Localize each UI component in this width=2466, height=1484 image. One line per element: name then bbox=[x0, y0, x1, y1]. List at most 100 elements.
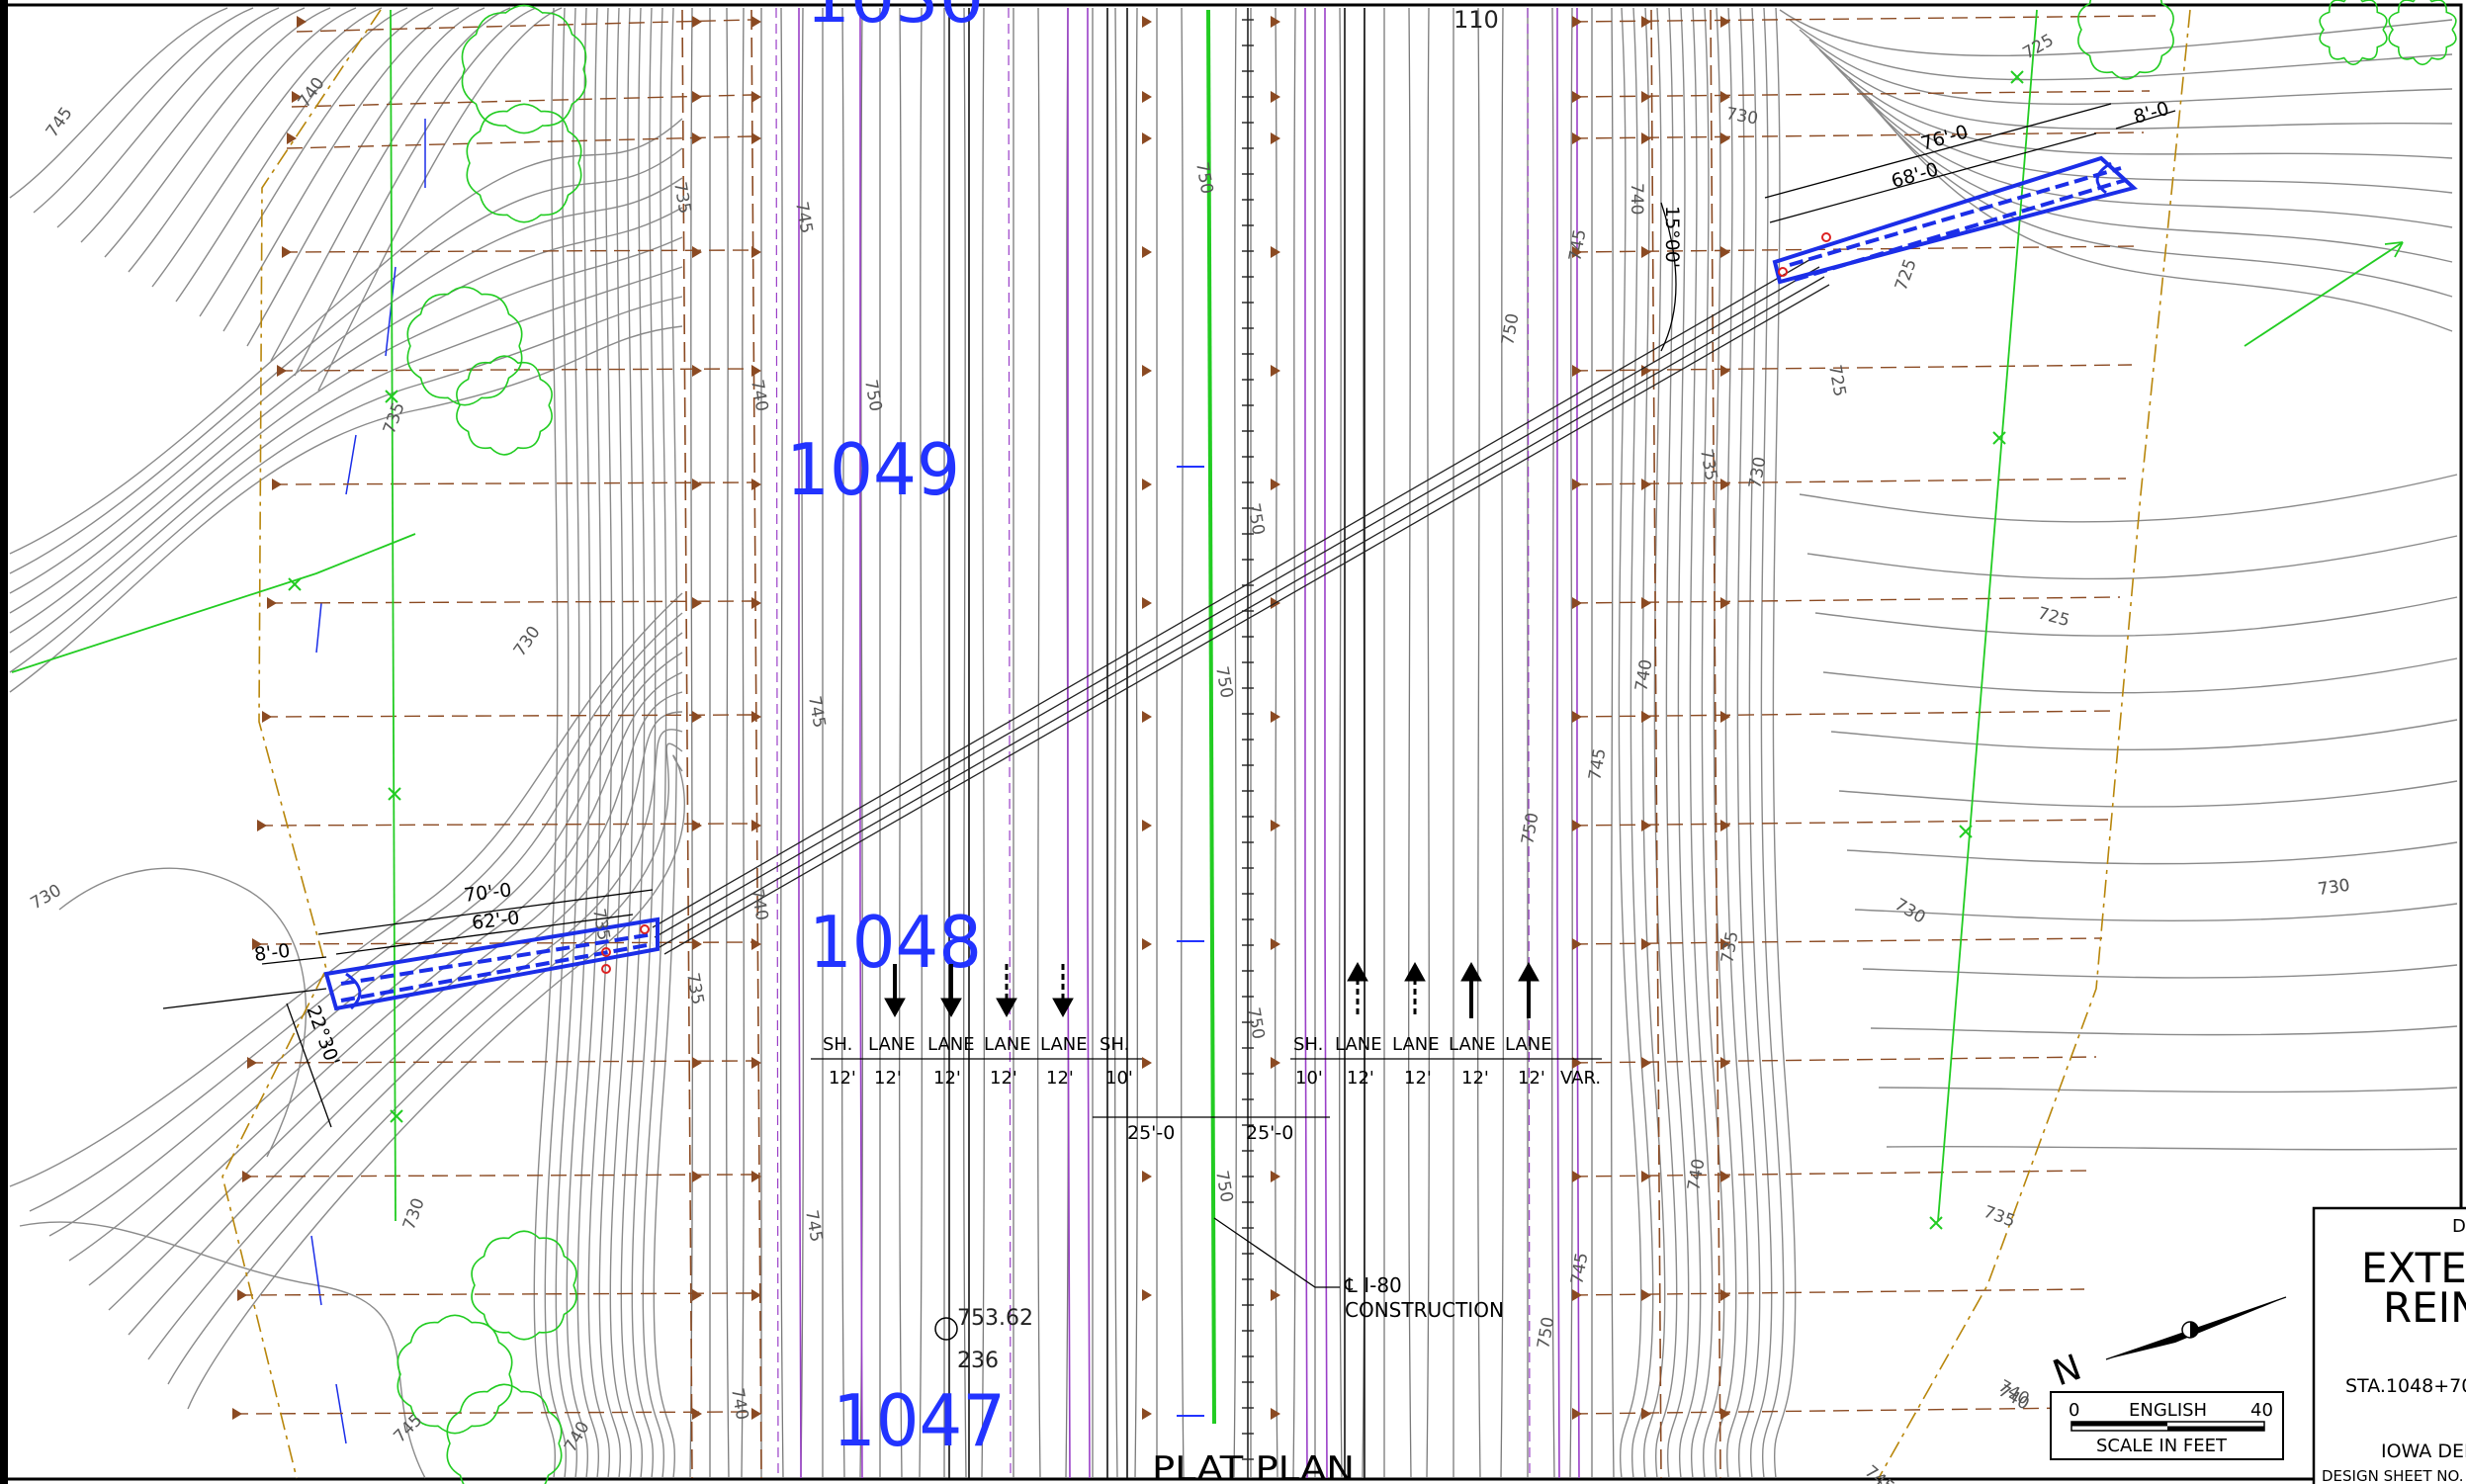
contour-label: 750 bbox=[1243, 501, 1268, 536]
row-marker bbox=[1271, 1408, 1280, 1420]
row-marker bbox=[1720, 1289, 1730, 1301]
contour-label: 730 bbox=[510, 623, 545, 660]
contour-line bbox=[187, 754, 685, 1410]
centerline-label-2: CONSTRUCTION bbox=[1345, 1298, 1504, 1322]
row-marker bbox=[1641, 1289, 1651, 1301]
contour-line bbox=[1868, 98, 2453, 332]
contour-label: 740 bbox=[747, 378, 771, 412]
scale-caption: SCALE IN FEET bbox=[2096, 1436, 2228, 1456]
lane-width-label: 12' bbox=[933, 1068, 961, 1089]
contour-line bbox=[29, 612, 683, 1212]
row-marker bbox=[282, 246, 292, 258]
lane-label: LANE bbox=[1505, 1034, 1552, 1055]
row-marker bbox=[692, 91, 702, 103]
contour-label: 730 bbox=[399, 1195, 429, 1232]
title-block-station: STA.1048+70. bbox=[2345, 1375, 2466, 1397]
scale-max: 40 bbox=[2250, 1400, 2273, 1421]
centerline-label-1: ℄ I-80 bbox=[1344, 1273, 1402, 1297]
row-marker bbox=[1641, 16, 1651, 28]
row-marker bbox=[242, 1171, 252, 1182]
row-marker bbox=[1720, 1408, 1730, 1420]
contour-line bbox=[9, 177, 683, 594]
contour-label: 735 bbox=[380, 399, 409, 436]
row-marker bbox=[692, 711, 702, 723]
road-contour-line bbox=[1477, 7, 1481, 1479]
row-dash-line-right bbox=[1571, 364, 2133, 372]
row-marker bbox=[272, 479, 282, 490]
contour-line bbox=[104, 7, 331, 258]
row-dash-line-left bbox=[281, 249, 752, 253]
row-marker bbox=[692, 820, 702, 831]
contour-line bbox=[598, 7, 624, 1479]
contour-line bbox=[1846, 841, 2458, 865]
contour-line bbox=[167, 742, 683, 1385]
row-marker bbox=[751, 479, 761, 490]
contour-line bbox=[653, 7, 678, 1479]
row-marker bbox=[1572, 1057, 1582, 1069]
lane-label: LANE bbox=[1392, 1034, 1440, 1055]
row-marker bbox=[1572, 365, 1582, 377]
lane-width-label: 12' bbox=[1461, 1068, 1489, 1089]
contour-label: 735 bbox=[588, 907, 613, 941]
station-1050-label: 1050 bbox=[806, 0, 984, 37]
contour-line bbox=[1677, 7, 1702, 1479]
road-contour-line bbox=[1134, 7, 1138, 1479]
flow-arrow bbox=[315, 602, 322, 654]
lane-width-label: 10' bbox=[1295, 1068, 1323, 1089]
contour-label: 745 bbox=[804, 694, 829, 729]
station-1049-label: 1049 bbox=[786, 428, 960, 511]
contour-line bbox=[1701, 7, 1725, 1479]
row-marker bbox=[751, 1289, 761, 1301]
tree-canopy bbox=[406, 286, 523, 406]
row-dash-line-left bbox=[271, 481, 752, 485]
row-marker bbox=[751, 365, 761, 377]
tree-canopy bbox=[471, 1230, 577, 1341]
row-dash-line-right bbox=[1571, 819, 2109, 827]
row-marker bbox=[1572, 1408, 1582, 1420]
lane-width-label: 12' bbox=[1404, 1068, 1432, 1089]
lane-label: SH. bbox=[1100, 1034, 1129, 1055]
row-dash-line-right bbox=[1571, 131, 2145, 139]
row-marker bbox=[751, 91, 761, 103]
contour-label: 725 bbox=[2020, 31, 2058, 64]
station-110-label: 110 bbox=[1453, 6, 1499, 34]
row-marker bbox=[1641, 938, 1651, 950]
row-marker bbox=[1572, 711, 1582, 723]
contour-line bbox=[9, 7, 228, 199]
row-marker bbox=[297, 16, 307, 28]
tree-line-symbols bbox=[396, 0, 2457, 1484]
construction-dashed-line bbox=[1527, 7, 1531, 1479]
row-marker bbox=[1142, 1171, 1152, 1182]
lane-dimension-line bbox=[811, 1058, 1602, 1118]
row-dash-line-left bbox=[241, 1174, 752, 1178]
title-block-agency: IOWA DEPAR bbox=[2381, 1440, 2466, 1462]
row-marker bbox=[1271, 365, 1280, 377]
contour-line bbox=[317, 7, 563, 392]
row-marker bbox=[692, 1289, 702, 1301]
construction-limit-line bbox=[1324, 7, 1328, 1479]
contour-line bbox=[533, 7, 559, 1479]
tree-canopy bbox=[466, 103, 582, 223]
culvert-outlet-right bbox=[1772, 155, 2139, 285]
row-marker bbox=[751, 132, 761, 144]
road-contour-line bbox=[800, 7, 804, 1479]
contour-line bbox=[33, 7, 254, 214]
contour-line bbox=[9, 266, 683, 654]
row-marker bbox=[1271, 479, 1280, 490]
contour-line bbox=[9, 207, 683, 614]
road-contour-line bbox=[1292, 7, 1296, 1479]
road-contour-line bbox=[780, 7, 784, 1479]
row-marker bbox=[1720, 1171, 1730, 1182]
culvert-dims-left bbox=[162, 889, 654, 1128]
contour-line bbox=[566, 7, 591, 1479]
north-letter: N bbox=[2048, 1348, 2086, 1395]
row-boundary-line bbox=[750, 9, 762, 1479]
lane-label: LANE bbox=[984, 1034, 1031, 1055]
row-marker bbox=[1641, 1408, 1651, 1420]
row-marker bbox=[1641, 246, 1651, 258]
row-dash-line-left bbox=[231, 1411, 752, 1415]
station-ticks bbox=[1177, 466, 1204, 1417]
flow-arrow bbox=[345, 434, 357, 495]
contour-line bbox=[1629, 7, 1654, 1479]
row-marker bbox=[252, 938, 262, 950]
